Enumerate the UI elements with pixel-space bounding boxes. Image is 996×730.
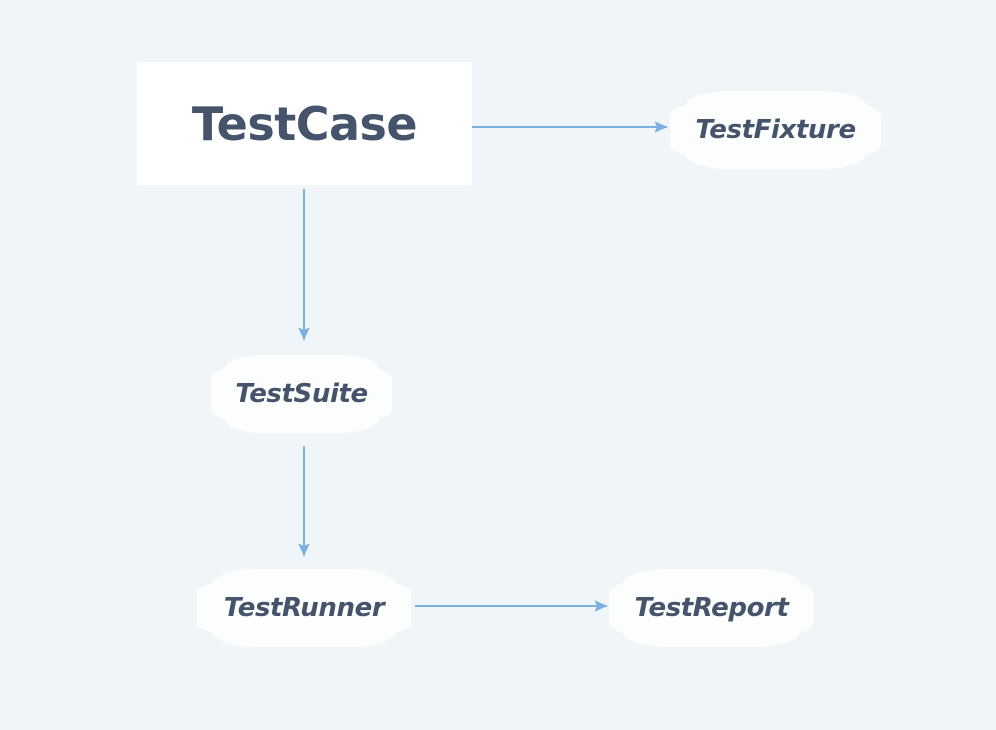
node-testfixture-label: TestFixture	[695, 115, 856, 145]
node-testreport-label: TestReport	[634, 593, 789, 623]
node-testsuite[interactable]: TestSuite	[211, 355, 392, 433]
node-testfixture[interactable]: TestFixture	[670, 91, 881, 169]
node-testsuite-label: TestSuite	[235, 379, 368, 409]
node-testrunner[interactable]: TestRunner	[197, 569, 411, 647]
node-testcase[interactable]: TestCase	[137, 62, 472, 185]
node-testcase-label: TestCase	[191, 96, 418, 151]
node-testreport[interactable]: TestReport	[609, 569, 814, 647]
node-testrunner-label: TestRunner	[223, 593, 385, 623]
